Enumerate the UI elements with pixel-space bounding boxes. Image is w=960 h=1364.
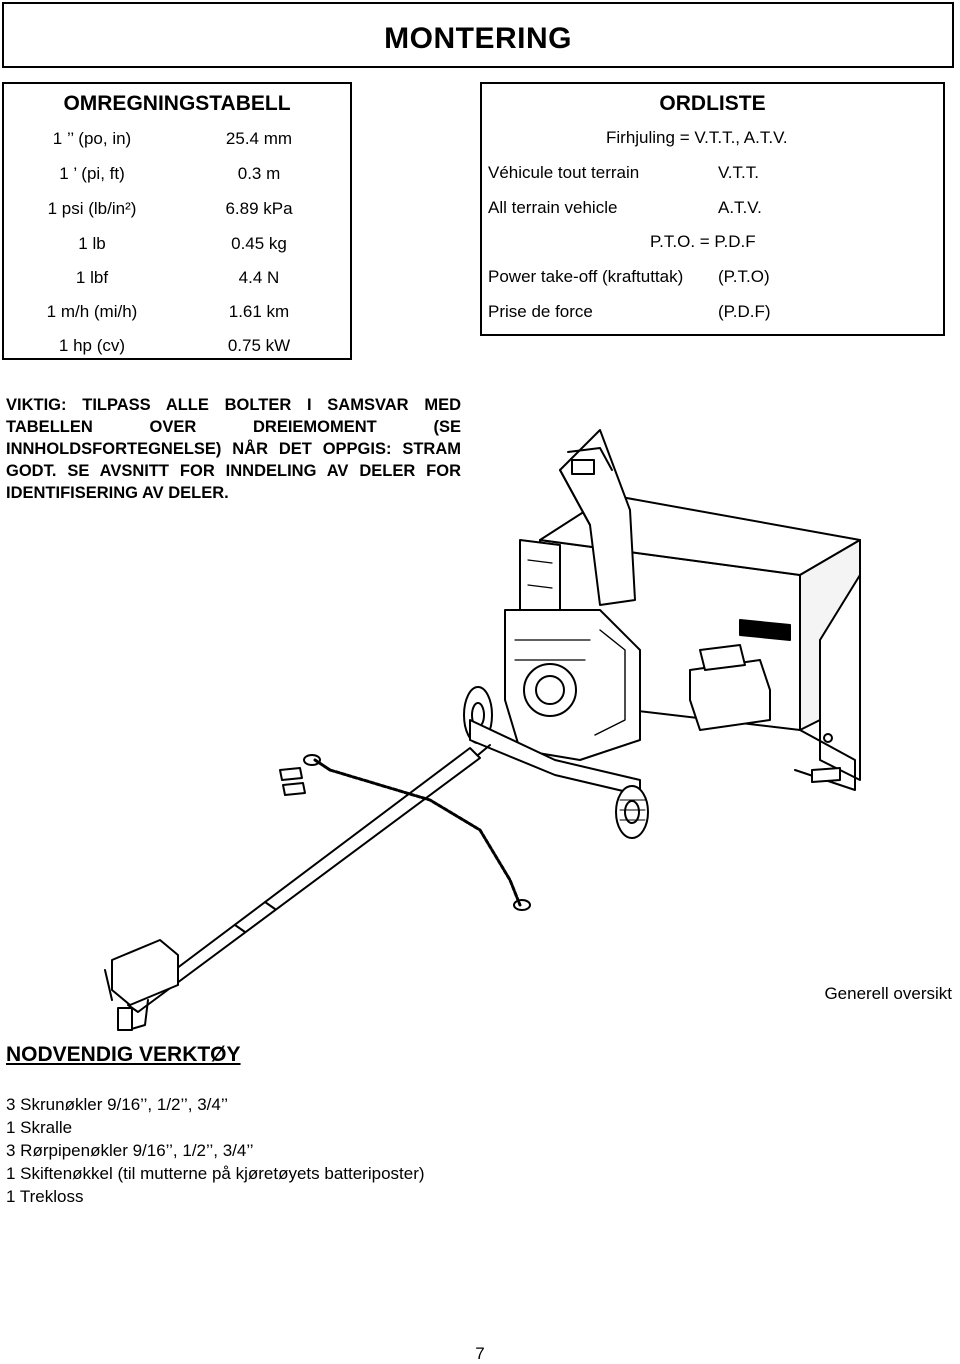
list-item: 1 Skralle <box>6 1118 73 1137</box>
battery-icon <box>689 659 771 731</box>
table-row: 1 m/h (mi/h) 1.61 km <box>4 302 350 336</box>
conversion-from: 1 hp (cv) <box>58 336 126 355</box>
conversion-from: 1 lbf <box>75 268 109 287</box>
glossary-abbr: V.T.T. <box>718 163 759 182</box>
conversion-to: 0.75 kW <box>227 336 291 355</box>
page-number: 7 <box>475 1344 485 1363</box>
conversion-to: 0.3 m <box>237 164 281 183</box>
conversion-to: 6.89 kPa <box>225 199 293 218</box>
glossary-title: ORDLISTE <box>659 92 766 115</box>
glossary-abbr: (P.D.F) <box>718 302 771 321</box>
glossary-term: Véhicule tout terrain <box>488 163 640 182</box>
conversion-to: 0.45 kg <box>231 234 287 253</box>
glossary-term: Power take-off (kraftuttak) <box>488 267 684 286</box>
glossary-abbr: A.T.V. <box>718 198 762 217</box>
conversion-table-title: OMREGNINGSTABELL <box>63 92 291 115</box>
rear-wheel-icon <box>615 785 649 839</box>
conversion-table: OMREGNINGSTABELL 1 ’’ (po, in) 25.4 mm 1… <box>2 82 352 360</box>
hitch-coupler-icon <box>111 939 179 1006</box>
tools-title: NODVENDIG VERKTØY <box>6 1043 241 1066</box>
mount-plate-icon <box>279 767 303 781</box>
glossary-term: All terrain vehicle <box>488 198 618 217</box>
table-row: 1 psi (lb/in²) 6.89 kPa <box>4 199 350 233</box>
right-fin <box>819 574 861 781</box>
table-row: 1 ’ (pi, ft) 0.3 m <box>4 164 350 198</box>
conversion-to: 1.61 km <box>228 302 290 321</box>
conversion-to: 25.4 mm <box>225 129 293 148</box>
table-row: 1 lbf 4.4 N <box>4 268 350 302</box>
glossary-line: P.T.O. = P.D.F <box>650 232 756 251</box>
table-row: 1 lb 0.45 kg <box>4 234 350 268</box>
safety-chain-icon <box>328 768 522 907</box>
conversion-from: 1 ’’ (po, in) <box>52 129 132 148</box>
page-header: MONTERING <box>2 2 954 68</box>
tools-list: 3 Skrunøkler 9/16’’, 1/2’’, 3/4’’ 1 Skra… <box>6 1093 426 1208</box>
conversion-from: 1 m/h (mi/h) <box>46 302 138 321</box>
glossary-abbr: (P.T.O) <box>718 267 770 286</box>
table-row: 1 hp (cv) 0.75 kW <box>4 336 350 370</box>
conversion-from: 1 ’ (pi, ft) <box>59 164 125 183</box>
page-title: MONTERING <box>384 22 572 55</box>
figure-caption: Generell oversikt <box>824 984 952 1003</box>
conversion-from: 1 psi (lb/in²) <box>47 199 137 218</box>
table-row: 1 ’’ (po, in) 25.4 mm <box>4 129 350 163</box>
glossary-line: Firhjuling = V.T.T., A.T.V. <box>606 128 788 147</box>
glossary-term: Prise de force <box>488 302 593 321</box>
conversion-from: 1 lb <box>78 234 106 253</box>
list-item: 1 Trekloss <box>6 1187 84 1206</box>
tow-bar <box>127 747 481 1013</box>
list-item: 3 Skrunøkler 9/16’’, 1/2’’, 3/4’’ <box>6 1095 229 1114</box>
conversion-to: 4.4 N <box>238 268 280 287</box>
list-item: 1 Skiftenøkkel (til mutterne på kjøretøy… <box>6 1164 425 1183</box>
torque-warning: VIKTIG: TILPASS ALLE BOLTER I SAMSVAR ME… <box>6 396 461 502</box>
list-item: 3 Rørpipenøkler 9/16’’, 1/2’’, 3/4’’ <box>6 1141 254 1160</box>
glossary-box: ORDLISTE Firhjuling = V.T.T., A.T.V. Véh… <box>480 82 945 336</box>
